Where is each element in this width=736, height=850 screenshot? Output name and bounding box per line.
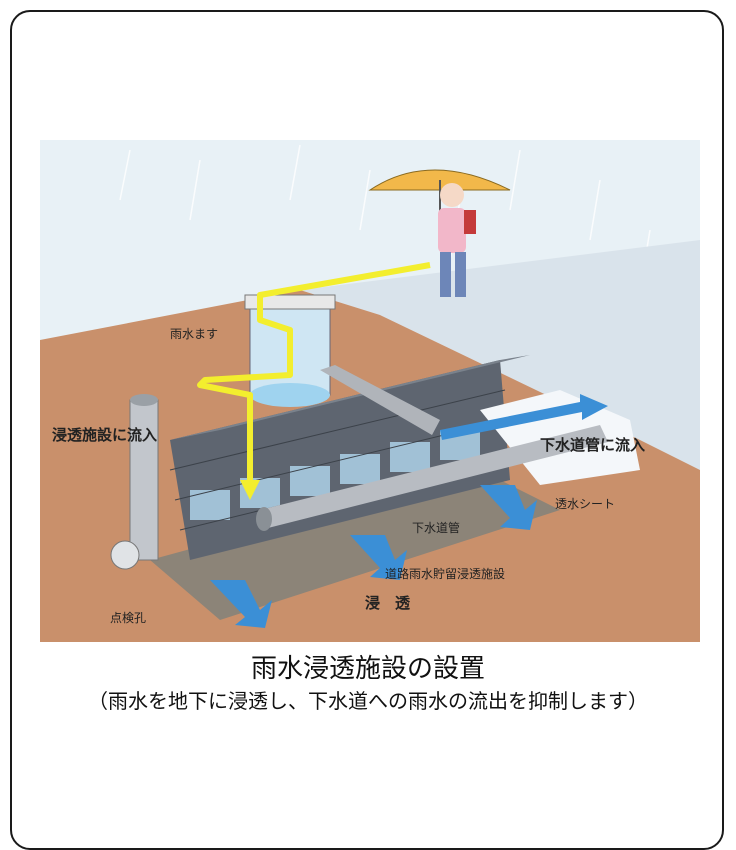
sewer-pipe-label: 下水道管 bbox=[412, 520, 460, 535]
flow-arrow-path bbox=[197, 262, 431, 485]
sewer-flow-arrow bbox=[440, 394, 608, 440]
connection-pipe bbox=[320, 365, 440, 435]
gravel-base bbox=[150, 470, 560, 620]
permeable-sheet-label: 透水シート bbox=[555, 497, 615, 511]
flow-into-infiltration-label: 浸透施設に流入 bbox=[52, 426, 157, 444]
road-storage-facility-label: 道路雨水貯留浸透施設 bbox=[385, 566, 505, 581]
caption-subtitle: （雨水を地下に浸透し、下水道への雨水の流出を抑制します） bbox=[88, 689, 648, 713]
rainwater-infiltration-illustration: 雨水ます 浸透施設に流入 下水道管に流入 透水シート 下水道管 道路雨水貯留浸透… bbox=[40, 140, 700, 642]
flow-arrow-head bbox=[240, 480, 260, 500]
flow-into-sewer-label: 下水道管に流入 bbox=[540, 436, 645, 454]
infiltration-label: 浸 透 bbox=[365, 594, 411, 612]
caption-title: 雨水浸透施設の設置 bbox=[250, 654, 485, 684]
inspection-hole-label: 点検孔 bbox=[110, 611, 146, 625]
inspection-pipe bbox=[110, 394, 159, 570]
rainwater-basin-label: 雨水ます bbox=[170, 327, 218, 341]
infiltration-arrows bbox=[210, 485, 537, 628]
sewer-pipe bbox=[256, 425, 608, 531]
person-with-umbrella bbox=[368, 169, 511, 297]
